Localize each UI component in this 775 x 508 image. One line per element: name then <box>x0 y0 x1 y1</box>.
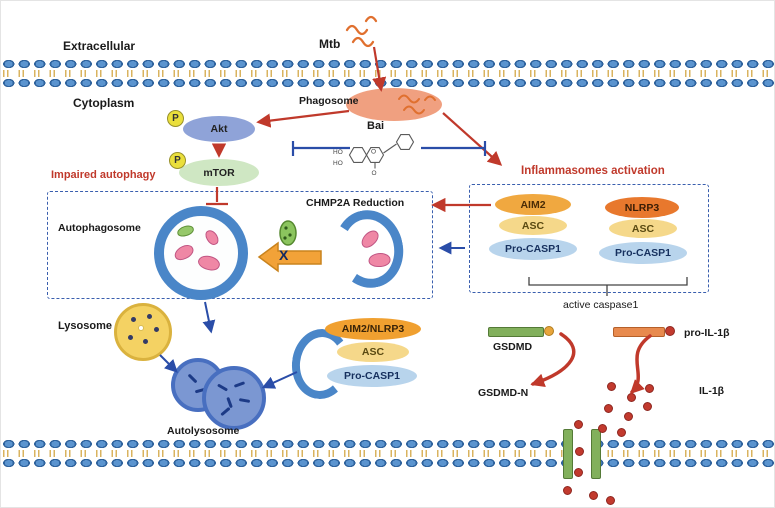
il1b-label: IL-1β <box>699 385 725 397</box>
phagosome-vesicle <box>346 88 442 121</box>
asc-adaptor-aim2: ASC <box>499 216 567 235</box>
il1b-dot <box>589 491 598 500</box>
il1b-dot <box>617 428 626 437</box>
lysosome-granule <box>131 317 136 322</box>
il1b-dot <box>604 404 613 413</box>
membrane-outer-leaflet <box>1 438 774 450</box>
lysosome-granule <box>147 314 152 319</box>
pro-il1b-dot <box>665 326 675 336</box>
bai-label: Bai <box>367 120 385 132</box>
il1b-dot <box>627 393 636 402</box>
ho-bottom-label: HO <box>333 160 343 167</box>
cargo-bacterium <box>172 242 196 263</box>
degraded-bacterium <box>187 373 198 384</box>
autophagosome-down-arrow <box>202 301 216 334</box>
autolysosome-label: Autolysosome <box>167 425 240 437</box>
autolysosome-vesicle <box>202 366 266 430</box>
phagosome-to-akt-arrow <box>256 109 350 128</box>
gsdmd-c-dot <box>544 326 554 336</box>
nlrp3-sensor: NLRP3 <box>605 197 679 218</box>
il1b-dot <box>563 486 572 495</box>
o-carbonyl-label: O <box>372 170 377 177</box>
degraded-bacterium <box>238 398 251 404</box>
autophagy-box <box>47 191 433 299</box>
il1b-dot <box>624 412 633 421</box>
inflammasome-box <box>469 184 709 293</box>
o-ring-label: O <box>371 149 376 156</box>
gsdmd-n-label: GSDMD-N <box>478 387 529 399</box>
il1b-dot <box>574 468 583 477</box>
il1b-dot <box>643 402 652 411</box>
cell-membrane-top <box>1 58 774 89</box>
il1b-dot <box>574 420 583 429</box>
cargo-bacterium <box>196 252 222 274</box>
lysosome-granule <box>154 327 159 332</box>
chmp2a-label: CHMP2A Reduction <box>306 197 405 209</box>
autophagosome-vesicle <box>154 206 248 300</box>
membrane-outer-leaflet <box>1 58 774 70</box>
gsdmd-cleavage-arrow <box>530 332 576 387</box>
gsdmd-label: GSDMD <box>493 341 533 353</box>
phospho-badge-mtor: P <box>169 152 186 169</box>
cargo-bacterium <box>203 227 221 248</box>
membrane-tails <box>1 450 774 457</box>
pro-casp1-complex: Pro-CASP1 <box>327 365 417 387</box>
pro-il1b-label: pro-IL-1β <box>684 327 730 339</box>
inflammasomes-activation-label: Inflammasomes activation <box>521 165 665 177</box>
pro-casp1-nlrp3: Pro-CASP1 <box>599 242 687 264</box>
il1b-dot <box>607 382 616 391</box>
mtb-label: Mtb <box>319 37 341 51</box>
asc-adaptor-complex: ASC <box>337 342 409 362</box>
lysosome-label: Lysosome <box>58 320 113 332</box>
bai-atom-labels: HO HO O O <box>333 149 377 178</box>
mtor-protein: mTOR <box>179 159 259 186</box>
phospho-badge-akt: P <box>167 110 184 127</box>
blocked-x-label: X <box>279 247 289 263</box>
lysosome-granule <box>128 335 133 340</box>
gsdmd-bar <box>488 327 544 337</box>
membrane-inner-leaflet <box>1 77 774 89</box>
mtb-bacteria-glyphs <box>345 15 378 48</box>
degraded-bacterium <box>216 383 229 392</box>
gsdmd-pore-subunit <box>591 429 601 479</box>
il1b-dot <box>645 384 654 393</box>
membrane-inner-leaflet <box>1 457 774 469</box>
lysosome-vesicle <box>114 303 172 361</box>
gsdmd-pore-subunit <box>563 429 573 479</box>
cytoplasm-label: Cytoplasm <box>73 96 135 110</box>
impaired-autophagy-label: Impaired autophagy <box>51 169 156 181</box>
akt-protein: Akt <box>183 116 255 142</box>
cargo-bacterium <box>368 253 391 268</box>
lysosome-fusion-arrow <box>159 354 178 373</box>
il1b-dot <box>598 424 607 433</box>
pro-il1b-bar <box>613 327 665 337</box>
bai-structure <box>348 134 415 169</box>
membrane-tails <box>1 70 774 77</box>
degraded-bacterium <box>233 381 246 388</box>
phagosome-label: Phagosome <box>299 95 359 107</box>
extracellular-label: Extracellular <box>63 39 136 53</box>
red-cleavage-arrows <box>530 332 652 394</box>
aim2-sensor: AIM2 <box>495 194 571 215</box>
aim2-nlrp3-sensor: AIM2/NLRP3 <box>325 318 421 340</box>
lysosome-granule <box>143 339 148 344</box>
il1b-dot <box>606 496 615 505</box>
active-caspase1-label: active caspase1 <box>563 299 639 311</box>
pro-casp1-aim2: Pro-CASP1 <box>489 238 577 260</box>
bai-inhibition-lines <box>291 141 487 156</box>
cargo-bacterium <box>358 227 382 251</box>
lysosome-lumen-dot <box>138 325 144 331</box>
asc-adaptor-nlrp3: ASC <box>609 219 677 238</box>
phagosome-to-inflammasome-arrow <box>442 112 503 166</box>
il1b-dot <box>575 447 584 456</box>
autophagosome-label: Autophagosome <box>58 222 141 234</box>
cell-membrane-bottom <box>1 438 774 469</box>
cargo-green <box>175 223 196 239</box>
ho-top-label: HO <box>333 149 343 156</box>
degraded-bacterium <box>220 406 231 417</box>
